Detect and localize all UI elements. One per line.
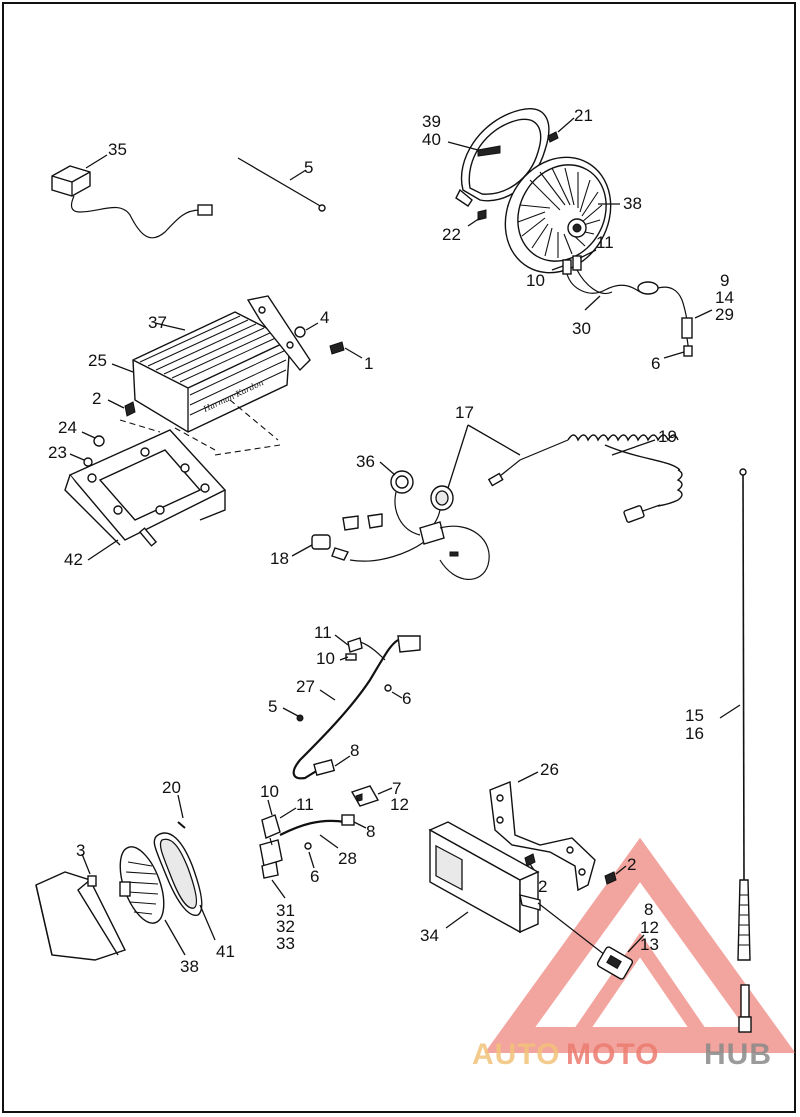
callout-38-top: 38 <box>623 194 642 213</box>
microphone-harness <box>291 424 521 580</box>
watermark-text: AUTO MOTO HUB <box>472 1038 772 1071</box>
callout-labels: 35 5 39 40 21 38 22 11 10 9 14 29 30 6 3… <box>48 106 734 976</box>
nut-24 <box>81 431 105 447</box>
speaker-38-top <box>504 156 620 274</box>
callout-10-low: 10 <box>260 782 279 801</box>
callout-15: 15 <box>685 706 704 725</box>
callout-6-low: 6 <box>310 867 319 886</box>
speaker-harness-30 <box>551 249 713 359</box>
screw-20 <box>177 794 186 829</box>
callout-6-mid: 6 <box>402 689 411 708</box>
callout-11-top: 11 <box>596 233 614 252</box>
callout-34: 34 <box>420 926 439 945</box>
speaker-grille-41 <box>153 832 216 941</box>
callout-13: 13 <box>640 935 659 954</box>
callout-12-low: 12 <box>390 795 409 814</box>
cable-tie-5 <box>237 157 326 212</box>
callout-2-amp: 2 <box>92 389 101 408</box>
callout-2-right: 2 <box>627 855 636 874</box>
callout-3: 3 <box>76 841 85 860</box>
callout-28: 28 <box>338 849 357 868</box>
screw-21 <box>547 117 575 143</box>
callout-37: 37 <box>148 313 167 332</box>
callout-30: 30 <box>572 319 591 338</box>
screw-23 <box>69 453 93 467</box>
callout-7: 7 <box>392 779 401 798</box>
callout-19: 19 <box>658 427 677 446</box>
amplifier-bracket-42 <box>64 399 281 561</box>
antenna-mast-15 <box>719 468 752 1033</box>
callout-4: 4 <box>320 308 329 327</box>
callout-11-low: 11 <box>296 795 314 814</box>
callout-6-top: 6 <box>651 354 660 373</box>
callout-8-right: 8 <box>644 900 653 919</box>
module-34 <box>428 821 645 980</box>
callout-9: 9 <box>720 271 729 290</box>
watermark-logo <box>484 837 796 1053</box>
callout-2-bracket: 2 <box>538 877 547 896</box>
coiled-cord-19 <box>487 434 683 523</box>
speaker-housing-3 <box>35 853 126 961</box>
callout-38-bottom: 38 <box>180 957 199 976</box>
callout-10-top: 10 <box>526 271 545 290</box>
callout-21: 21 <box>574 106 593 125</box>
amplifier-37: Harman·Kardon <box>111 311 291 433</box>
callout-10-mid: 10 <box>316 649 335 668</box>
harness-27 <box>282 634 421 780</box>
callout-14: 14 <box>715 288 734 307</box>
callout-36: 36 <box>356 452 375 471</box>
callout-5-top: 5 <box>304 158 313 177</box>
amp-bracket-plate <box>246 295 311 372</box>
screw-22 <box>467 209 487 227</box>
callout-33: 33 <box>276 934 295 953</box>
watermark-auto: AUTO <box>472 1038 560 1071</box>
callout-26: 26 <box>540 760 559 779</box>
watermark-hub: HUB <box>704 1038 772 1071</box>
callout-5-mid: 5 <box>268 697 277 716</box>
callout-1: 1 <box>364 354 373 373</box>
callout-25: 25 <box>88 351 107 370</box>
gps-antenna-35 <box>51 154 213 239</box>
callout-20: 20 <box>162 778 181 797</box>
callout-18: 18 <box>270 549 289 568</box>
callout-8-mid: 8 <box>350 741 359 760</box>
callout-23: 23 <box>48 443 67 462</box>
callout-42: 42 <box>64 550 83 569</box>
callout-40: 40 <box>422 130 441 149</box>
screw-2-amp <box>107 399 136 417</box>
screw-1 <box>329 341 363 359</box>
callout-29: 29 <box>715 305 734 324</box>
nut-4 <box>294 322 319 338</box>
callout-41: 41 <box>216 942 235 961</box>
watermark-moto: MOTO <box>566 1038 659 1071</box>
callout-31: 31 <box>276 901 295 920</box>
callout-22: 22 <box>442 225 461 244</box>
callout-24: 24 <box>58 418 77 437</box>
callout-27: 27 <box>296 677 315 696</box>
callout-32: 32 <box>276 917 295 936</box>
bracket-26 <box>489 771 627 892</box>
callout-17: 17 <box>455 403 474 422</box>
harness-28 <box>259 785 393 899</box>
callout-39: 39 <box>422 112 441 131</box>
callout-16: 16 <box>685 724 704 743</box>
callout-11-mid: 11 <box>314 623 332 642</box>
speaker-38-bottom <box>119 846 186 956</box>
callout-12-right: 12 <box>640 918 659 937</box>
callout-35: 35 <box>108 140 127 159</box>
callout-8-low: 8 <box>366 822 375 841</box>
